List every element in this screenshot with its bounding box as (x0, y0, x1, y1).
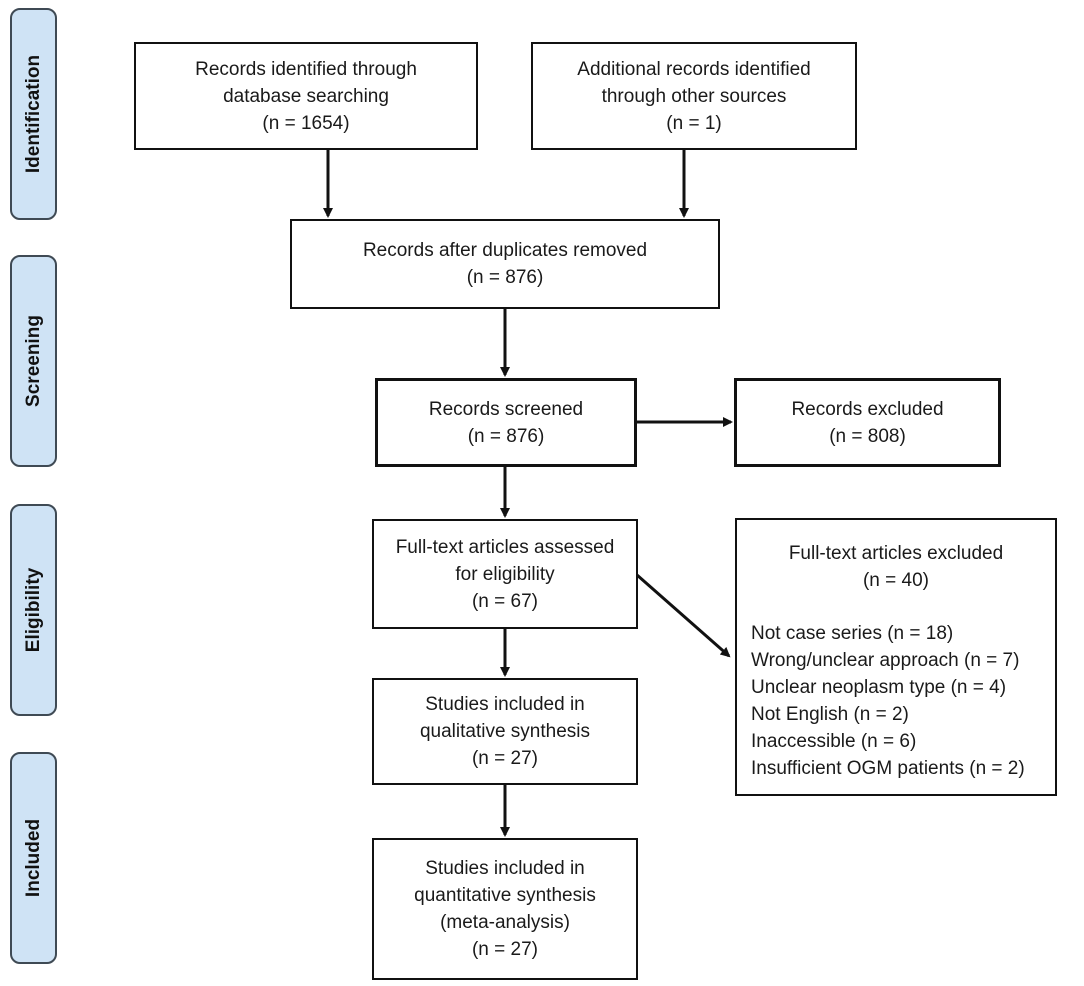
exclusion-reasons-list: Not case series (n = 18) Wrong/unclear a… (751, 620, 1025, 782)
box-fulltext-assessed: Full-text articles assessed for eligibil… (372, 519, 638, 629)
phase-identification: Identification (10, 8, 57, 220)
box-database-records: Records identified through database sear… (134, 42, 478, 150)
arrow-fulltext-to-excluded (636, 573, 731, 658)
box-records-screened: Records screened (n = 876) (375, 378, 637, 467)
box-duplicates-removed: Records after duplicates removed (n = 87… (290, 219, 720, 309)
box-fulltext-excluded: Full-text articles excluded (n = 40) Not… (735, 518, 1057, 796)
box-other-sources: Additional records identified through ot… (531, 42, 857, 150)
phase-included: Included (10, 752, 57, 964)
exclusion-reason: Wrong/unclear approach (n = 7) (751, 650, 1020, 671)
phase-screening: Screening (10, 255, 57, 467)
box-qualitative-synthesis: Studies included in qualitative synthesi… (372, 678, 638, 785)
box-quantitative-synthesis: Studies included in quantitative synthes… (372, 838, 638, 980)
exclusion-reason: Unclear neoplasm type (n = 4) (751, 677, 1007, 698)
phase-eligibility: Eligibility (10, 504, 57, 716)
fulltext-excluded-heading: Full-text articles excluded (n = 40) (788, 543, 1004, 591)
box-records-excluded: Records excluded (n = 808) (734, 378, 1001, 467)
exclusion-reason: Not case series (n = 18) (751, 623, 954, 644)
exclusion-reason: Inaccessible (n = 6) (751, 731, 917, 752)
exclusion-reason: Not English (n = 2) (751, 704, 909, 725)
exclusion-reason: Insufficient OGM patients (n = 2) (751, 758, 1025, 779)
